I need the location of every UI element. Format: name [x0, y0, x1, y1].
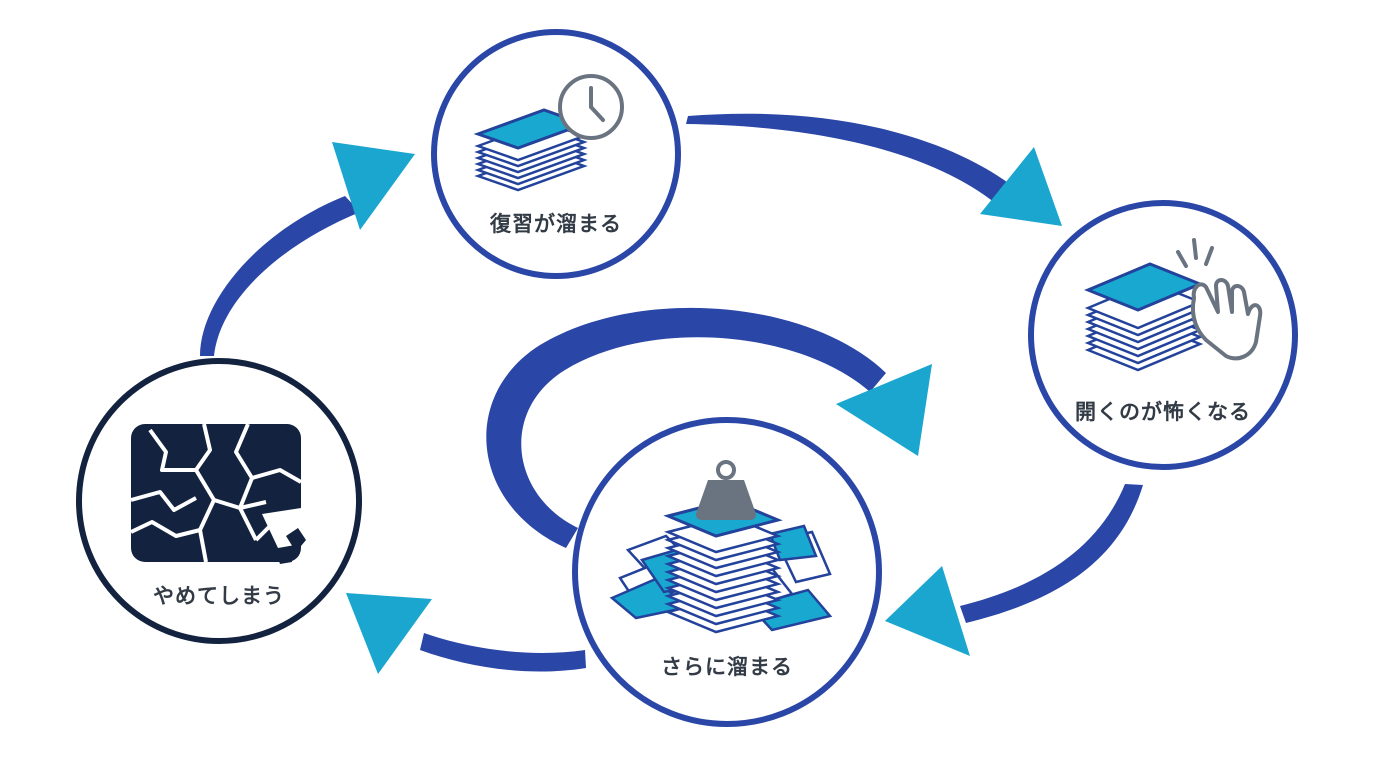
arrow-review-to-afraid	[686, 113, 1062, 226]
clock-icon	[558, 74, 624, 140]
arrow-giveup-to-review	[200, 142, 415, 356]
arrow-inner-loop	[486, 307, 932, 548]
broken-screen-icon	[130, 423, 306, 564]
card-stack-icon	[473, 108, 589, 192]
weight-icon	[696, 460, 756, 520]
arrow-afraid-to-more	[885, 484, 1143, 656]
label-piles-up-more: さらに溜まる	[661, 655, 793, 679]
card-stack-icon	[663, 498, 783, 634]
label-give-up: やめてしまう	[153, 584, 285, 608]
label-afraid-to-open: 開くのが怖くなる	[1075, 400, 1251, 424]
hand-pointer-icon	[1176, 238, 1263, 361]
label-review-piles-up: 復習が溜まる	[490, 212, 622, 236]
arrow-more-to-giveup	[346, 593, 586, 674]
